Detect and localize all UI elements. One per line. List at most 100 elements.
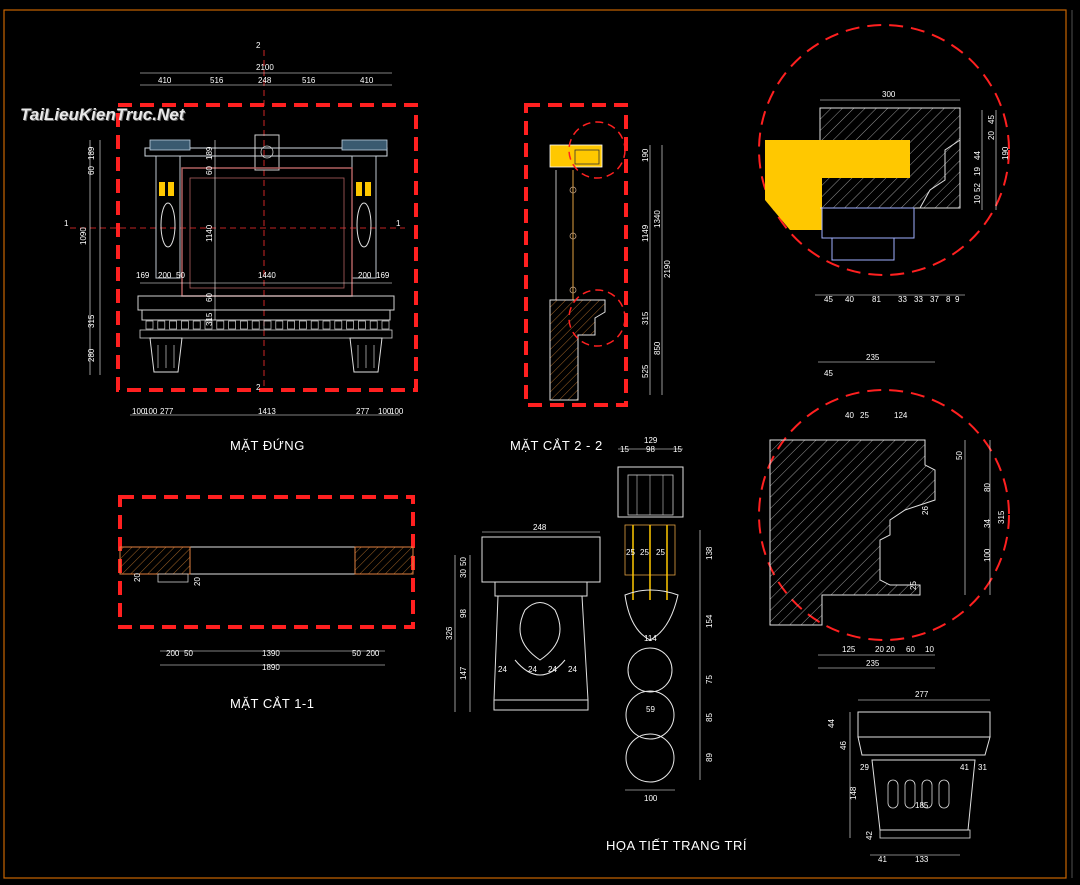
dentil-block — [369, 320, 378, 330]
dim-dm-right: 50 — [955, 451, 964, 460]
dentil-block — [263, 320, 272, 330]
section-mark-top: 2 — [256, 41, 261, 50]
dim-dm-top: 235 — [866, 353, 880, 362]
dentil-block — [169, 320, 177, 330]
dim-capital-left: 326 — [445, 626, 454, 640]
dim-dm-right: 315 — [997, 510, 1006, 524]
dim-bracket-width: 277 — [915, 690, 929, 699]
section-mark-left: 1 — [64, 219, 69, 228]
ornament-drawing — [617, 448, 701, 791]
dim-bottom: 100 — [378, 407, 392, 416]
dim-capital-width: 248 — [533, 523, 547, 532]
title-decor: HỌA TIẾT TRANG TRÍ — [606, 838, 747, 853]
dim-top-seg: 410 — [360, 76, 374, 85]
dim-orn-mid: 25 — [626, 548, 635, 557]
dim-dt-bottom: 33 — [914, 295, 923, 304]
dim-bracket-inner: 29 — [860, 763, 869, 772]
dim-bottom: 277 — [356, 407, 370, 416]
dentil-block — [346, 320, 354, 330]
dim-dt-bottom: 9 — [955, 295, 960, 304]
detail-top-drawing — [758, 24, 1010, 296]
dim-inner: 1140 — [205, 224, 214, 242]
dentil-block — [310, 320, 319, 330]
dim-orn-bottom: 100 — [644, 794, 658, 803]
dim-inner: 60 — [205, 166, 214, 175]
dim-bottom: 1413 — [258, 407, 276, 416]
dim-s22: 190 — [641, 148, 650, 162]
dim-dm-bottom: 235 — [866, 659, 880, 668]
dim-bottom: 100 — [144, 407, 158, 416]
capital-drawing — [454, 531, 601, 712]
title-elevation: MẶT ĐỨNG — [230, 438, 305, 453]
dentil-block — [204, 320, 213, 330]
dim-capital-left: 30 — [459, 569, 468, 578]
dim-inner: 60 — [205, 293, 214, 302]
dim-orn-top: 15 — [673, 445, 682, 454]
dentil-block — [157, 320, 166, 330]
dim-dt-bottom: 40 — [845, 295, 854, 304]
dim-s22: 850 — [653, 341, 662, 355]
dim-left: 280 — [87, 348, 96, 362]
dim-mid: 200 — [158, 271, 172, 280]
dim-dt-width: 300 — [882, 90, 896, 99]
section-mark-right: 1 — [396, 219, 401, 228]
dim-dt-right: 190 — [1001, 146, 1010, 160]
dim-dm-top: 45 — [824, 369, 833, 378]
dentil-block — [216, 320, 225, 330]
dim-capital-left: 50 — [459, 557, 468, 566]
dim-overall-width: 2100 — [256, 63, 274, 72]
dim-bottom: 100 — [132, 407, 146, 416]
dim-capital-inner: 24 — [548, 665, 557, 674]
dim-dm-top: 40 — [845, 411, 854, 420]
dim-dt-right: 20 — [987, 131, 996, 140]
dim-orn-right: 75 — [705, 675, 714, 684]
dim-dm-right: 26 — [921, 506, 930, 515]
title-section-11: MẶT CẮT 1-1 — [230, 696, 315, 711]
dim-inner: 315 — [205, 312, 214, 326]
dim-bracket-inner: 41 — [960, 763, 969, 772]
dentil-block — [145, 320, 154, 330]
dim-dm-bottom: 20 — [886, 645, 895, 654]
dim-orn-top: 15 — [620, 445, 629, 454]
dim-s22: 1340 — [653, 210, 662, 228]
dim-bracket-left: 46 — [839, 741, 848, 750]
dim-dm-bottom: 60 — [906, 645, 915, 654]
dim-dt-right: 52 — [973, 183, 982, 192]
watermark-logo: TaiLieuKienTruc.Net — [20, 105, 185, 124]
dim-dm-top: 124 — [894, 411, 908, 420]
dentil-block — [192, 320, 201, 330]
dim-orn-mid: 25 — [640, 548, 649, 557]
dim-left: 60 — [87, 166, 96, 175]
dim-dm-top: 25 — [860, 411, 869, 420]
dim-bracket-inner: 31 — [978, 763, 987, 772]
dim-capital-left: 98 — [459, 609, 468, 618]
dentil-block — [251, 320, 260, 330]
dim-dm-right: 34 — [983, 519, 992, 528]
dim-inner: 189 — [205, 146, 214, 160]
section22-drawing — [524, 103, 663, 407]
section11-drawing — [118, 495, 415, 666]
bracket-drawing — [849, 699, 991, 856]
dim-capital-left: 147 — [459, 666, 468, 680]
dim-mid: 200 — [358, 271, 372, 280]
section-mark-bottom: 2 — [256, 383, 261, 392]
dim-s22: 2190 — [663, 260, 672, 278]
dim-dt-right: 45 — [987, 115, 996, 124]
dim-dt-bottom: 45 — [824, 295, 833, 304]
dim-capital-inner: 24 — [528, 665, 537, 674]
dim-orn-right: 89 — [705, 753, 714, 762]
dim-orn-right: 138 — [705, 546, 714, 560]
dim-bracket-bottom: 41 — [878, 855, 887, 864]
dim-dt-bottom: 8 — [946, 295, 951, 304]
dim-dm-right: 25 — [909, 581, 918, 590]
title-section-22: MẶT CẮT 2 - 2 — [510, 438, 603, 453]
elevation-drawing — [70, 50, 418, 416]
dim-top-seg: 516 — [302, 76, 316, 85]
dentil-block — [322, 320, 331, 330]
dim-mid: 169 — [376, 271, 390, 280]
dim-bracket-left: 44 — [827, 719, 836, 728]
dim-s11: 1390 — [262, 649, 280, 658]
dim-s11: 1890 — [262, 663, 280, 672]
dim-dt-right: 19 — [973, 167, 982, 176]
